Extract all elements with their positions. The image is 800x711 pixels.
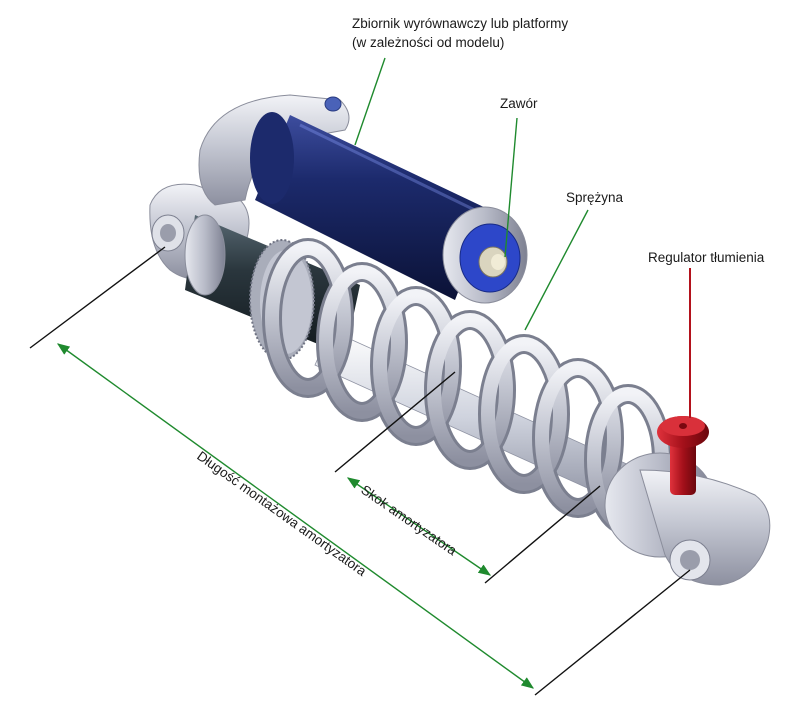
damping-adjuster-label: Regulator tłumienia [648,250,765,265]
valve-leader [504,117,518,258]
damping-adjuster-knob [657,416,709,495]
shock-illustration [149,94,771,586]
reservoir-leader [354,57,386,146]
callout-lines [29,57,691,696]
spring-leader [524,209,589,331]
valve-label: Zawór [500,96,538,111]
spring-label: Sprężyna [566,190,624,205]
reservoir-label-line2: (w zależności od modelu) [352,35,504,50]
reservoir [250,112,528,304]
stroke-extension-bottom [484,485,601,584]
eye-to-eye-label: Długość montażowa amortyzatora [194,448,369,579]
reservoir-label-line1: Zbiornik wyrównawczy lub platformy [352,16,568,31]
stroke-arrow [346,477,492,576]
eye-to-eye-extension-bottom [534,569,691,696]
eye-to-eye-extension-top [29,246,166,349]
eye-to-eye-arrow [56,343,535,689]
stroke-label: Skok amortyzatora [358,482,460,558]
